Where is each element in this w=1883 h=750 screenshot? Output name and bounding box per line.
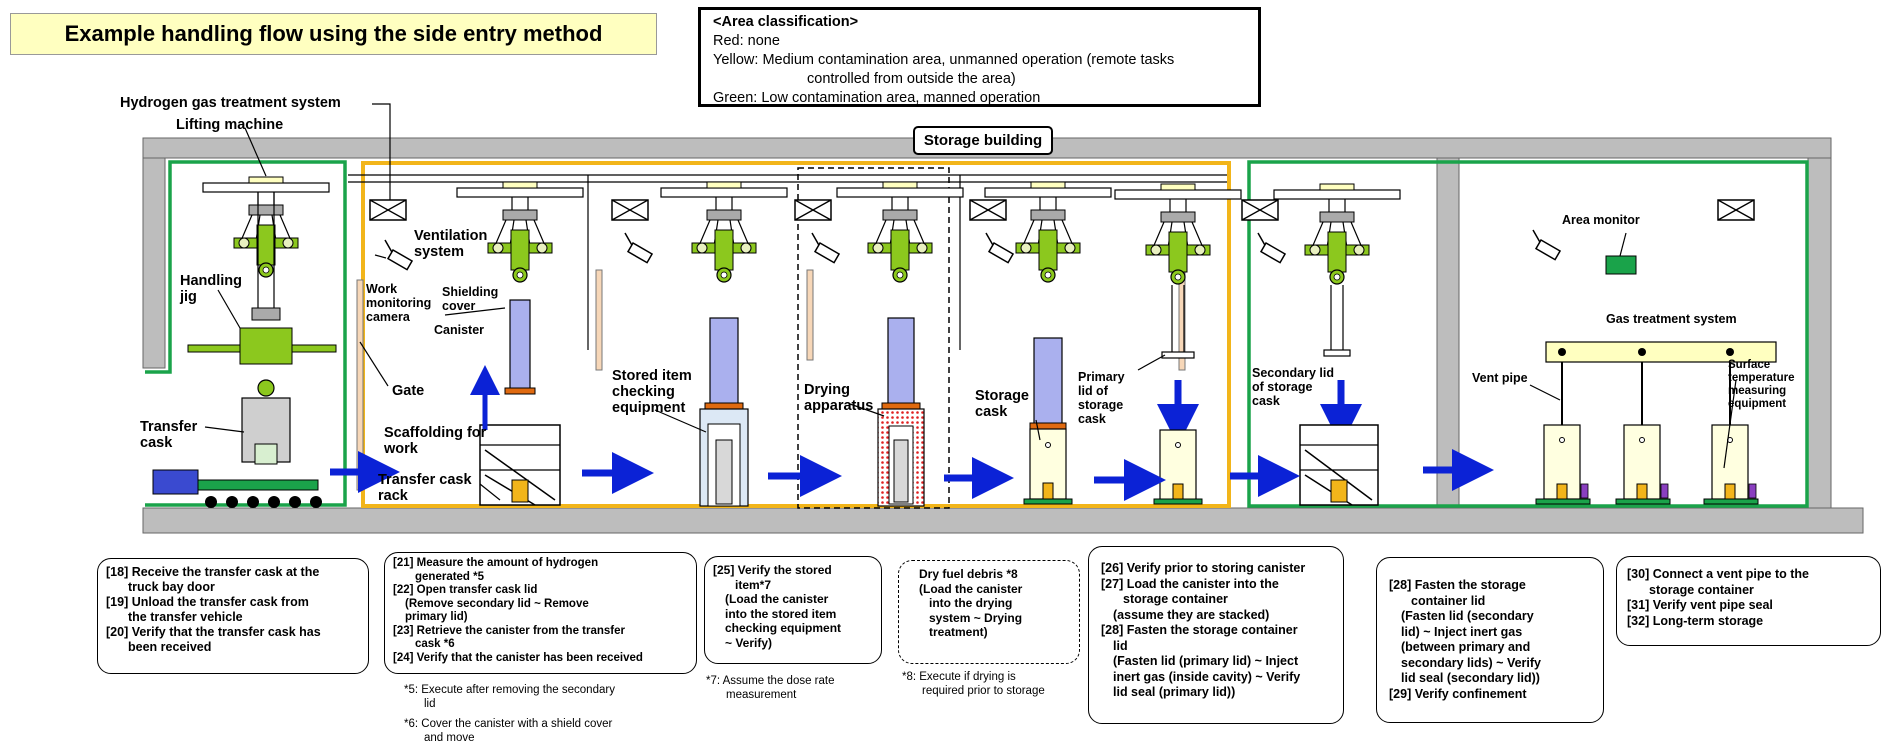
step-box-dry-debris: Dry fuel debris *8 (Load the canister in…	[898, 560, 1080, 664]
note-5: *5: Execute after removing the secondary…	[404, 683, 615, 711]
area-monitor-label: Area monitor	[1562, 213, 1640, 227]
step-box-28-29: [28] Fasten the storage container lid (F…	[1376, 557, 1604, 723]
vent-pipe-label: Vent pipe	[1472, 371, 1528, 385]
secondary-lid-label: Secondary lid of storage cask	[1252, 366, 1338, 408]
step-box-25: [25] Verify the stored item*7 (Load the …	[704, 556, 882, 664]
scaffolding-label: Scaffolding for work	[384, 425, 494, 457]
transfer-cask-label: Transfer cask	[140, 419, 200, 451]
note-8: *8: Execute if drying is required prior …	[902, 670, 1045, 698]
gas-treatment-label: Gas treatment system	[1606, 312, 1737, 326]
ventilation-label: Ventilation system	[414, 228, 504, 260]
gate-label: Gate	[392, 383, 424, 399]
drying-apparatus-label: Drying apparatus	[804, 382, 884, 414]
handling-jig-label: Handling jig	[180, 273, 250, 305]
storage-building-label: Storage building	[913, 126, 1053, 155]
step-box-26-28: [26] Verify prior to storing canister [2…	[1088, 546, 1344, 724]
primary-lid-label: Primary lid of storage cask	[1078, 370, 1138, 426]
surface-temp-label: Surface temperature measuring equipment	[1728, 359, 1803, 411]
canister-label: Canister	[434, 323, 484, 337]
step-box-21-24: [21] Measure the amount of hydrogen gene…	[384, 552, 697, 674]
note-6: *6: Cover the canister with a shield cov…	[404, 717, 612, 745]
shielding-cover-label: Shielding cover	[442, 285, 502, 313]
step-box-30-32: [30] Connect a vent pipe to the storage …	[1616, 556, 1881, 646]
work-monitoring-label: Work monitoring camera	[366, 282, 446, 324]
hydrogen-gas-label: Hydrogen gas treatment system	[120, 95, 341, 111]
lifting-machine-label: Lifting machine	[176, 117, 283, 133]
stored-item-checking-label: Stored item checking equipment	[612, 368, 702, 416]
transfer-cask-rack-label: Transfer cask rack	[378, 472, 478, 504]
storage-cask-label: Storage cask	[975, 388, 1045, 420]
step-box-18-20: [18] Receive the transfer cask at the tr…	[97, 558, 369, 674]
note-7: *7: Assume the dose rate measurement	[706, 674, 835, 702]
